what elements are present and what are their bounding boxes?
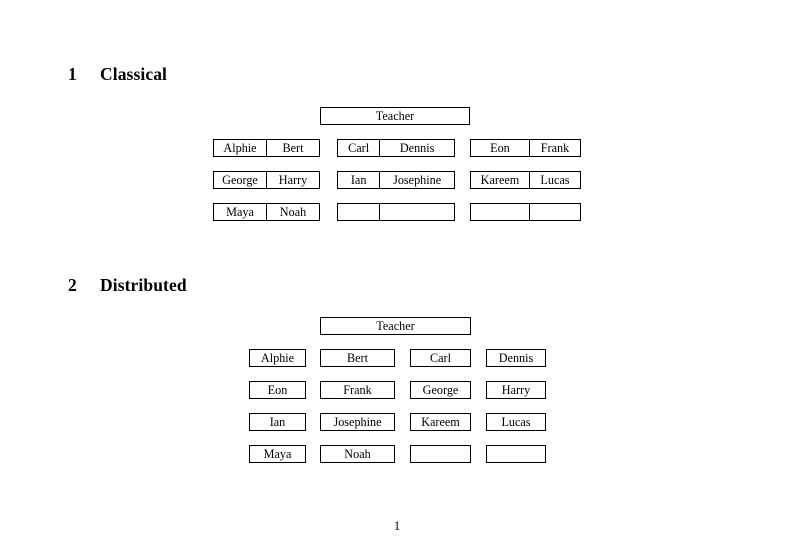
desk-box[interactable]: Eon — [249, 381, 306, 399]
desk-cell[interactable]: George — [222, 173, 258, 187]
desk-cell-empty[interactable] — [379, 204, 454, 220]
desk-cell-empty[interactable] — [528, 204, 580, 220]
table-row[interactable]: Ian Josephine — [337, 171, 455, 189]
desk-box[interactable]: Frank — [320, 381, 395, 399]
page-number: 1 — [393, 519, 401, 533]
desk-box[interactable]: Bert — [320, 349, 395, 367]
desk-box[interactable]: Lucas — [486, 413, 546, 431]
section-title: Classical — [100, 64, 168, 84]
desk-cell-empty[interactable] — [471, 204, 529, 220]
table-row[interactable]: Eon Frank — [470, 139, 581, 157]
desk-cell[interactable]: Harry — [266, 172, 319, 188]
desk-cell[interactable]: Lucas — [528, 172, 580, 188]
table-row[interactable]: Alphie Bert — [213, 139, 320, 157]
table-row[interactable] — [470, 203, 581, 221]
desk-box[interactable]: George — [410, 381, 471, 399]
desk-cell[interactable]: Maya — [226, 205, 254, 219]
desk-box[interactable]: Harry — [486, 381, 546, 399]
teacher-box-distributed[interactable]: Teacher — [320, 317, 471, 335]
desk-box-empty[interactable] — [486, 445, 546, 463]
teacher-box-classical[interactable]: Teacher — [320, 107, 470, 125]
desk-cell-empty[interactable] — [338, 204, 379, 220]
desk-box[interactable]: Noah — [320, 445, 395, 463]
desk-cell[interactable]: Alphie — [223, 141, 257, 155]
table-row[interactable]: Kareem Lucas — [470, 171, 581, 189]
section-heading-classical: 1 Classical — [68, 64, 167, 85]
desk-cell[interactable]: Frank — [528, 140, 580, 156]
desk-box[interactable]: Maya — [249, 445, 306, 463]
desk-cell[interactable]: Ian — [350, 173, 367, 187]
desk-cell[interactable]: Dennis — [379, 140, 454, 156]
desk-box[interactable]: Carl — [410, 349, 471, 367]
desk-cell[interactable]: Josephine — [379, 172, 454, 188]
table-row[interactable]: George Harry — [213, 171, 320, 189]
section-heading-distributed: 2 Distributed — [68, 275, 187, 296]
desk-cell[interactable]: Kareem — [480, 173, 520, 187]
table-row[interactable] — [337, 203, 455, 221]
section-number: 1 — [68, 64, 77, 84]
desk-box[interactable]: Alphie — [249, 349, 306, 367]
desk-box[interactable]: Ian — [249, 413, 306, 431]
section-title: Distributed — [100, 275, 187, 295]
desk-box[interactable]: Josephine — [320, 413, 395, 431]
desk-box[interactable]: Dennis — [486, 349, 546, 367]
table-row[interactable]: Maya Noah — [213, 203, 320, 221]
desk-cell[interactable]: Noah — [266, 204, 319, 220]
table-row[interactable]: Carl Dennis — [337, 139, 455, 157]
desk-cell[interactable]: Carl — [348, 141, 370, 155]
desk-box-empty[interactable] — [410, 445, 471, 463]
section-number: 2 — [68, 275, 77, 295]
desk-cell[interactable]: Bert — [266, 140, 319, 156]
desk-box[interactable]: Kareem — [410, 413, 471, 431]
desk-cell[interactable]: Eon — [490, 141, 510, 155]
